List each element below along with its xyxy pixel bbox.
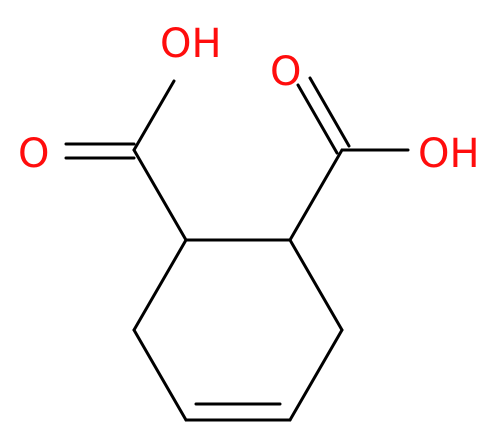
hydroxyl-label-left: OH [160, 21, 222, 67]
carbonyl-double-bond-right-a [296, 83, 339, 155]
bond-c1-carboxyl-left [132, 148, 188, 242]
carbonyl-double-bond-right-b [308, 76, 351, 148]
ring-bond-c3-c4 [288, 328, 344, 422]
ring-bond-c5-c6 [132, 328, 188, 422]
hydroxyl-label-right: OH [418, 131, 480, 177]
bond-c2-carboxyl-right [288, 148, 344, 242]
bond-carboxyl-left-hydroxyl [132, 79, 176, 152]
carbonyl-oxygen-label-left: O [18, 131, 49, 177]
carbonyl-oxygen-label-right: O [270, 49, 301, 95]
ring-bond-c6-c1 [132, 238, 188, 332]
ring-bond-c2-c3 [288, 238, 344, 332]
